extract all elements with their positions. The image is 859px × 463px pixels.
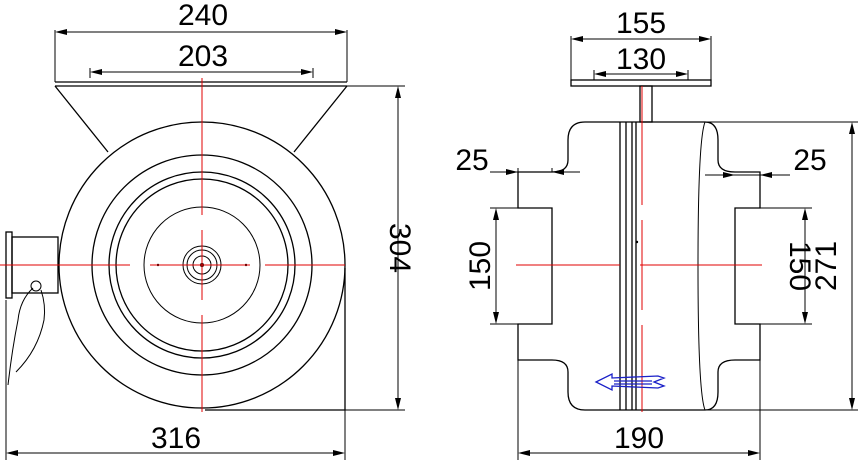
dim-side-flange-inner: 130: [616, 43, 666, 76]
dim-front-height: 304: [383, 223, 416, 273]
side-view: 155 130 25 25 150 150: [455, 7, 858, 460]
dim-front-top-inner: 203: [178, 40, 228, 73]
dim-side-width: 190: [614, 422, 664, 455]
dim-side-right-duct: 150: [783, 241, 816, 291]
dim-front-width: 316: [151, 422, 201, 455]
front-view: 240 203 304 316: [0, 0, 416, 460]
dim-side-right-collar: 25: [793, 144, 826, 177]
dim-front-top-flange: 240: [178, 0, 228, 32]
dim-side-flange-outer: 155: [616, 7, 666, 40]
dim-side-left-duct: 150: [464, 241, 497, 291]
dim-side-height: 271: [810, 241, 843, 291]
dim-side-left-collar: 25: [455, 144, 488, 177]
